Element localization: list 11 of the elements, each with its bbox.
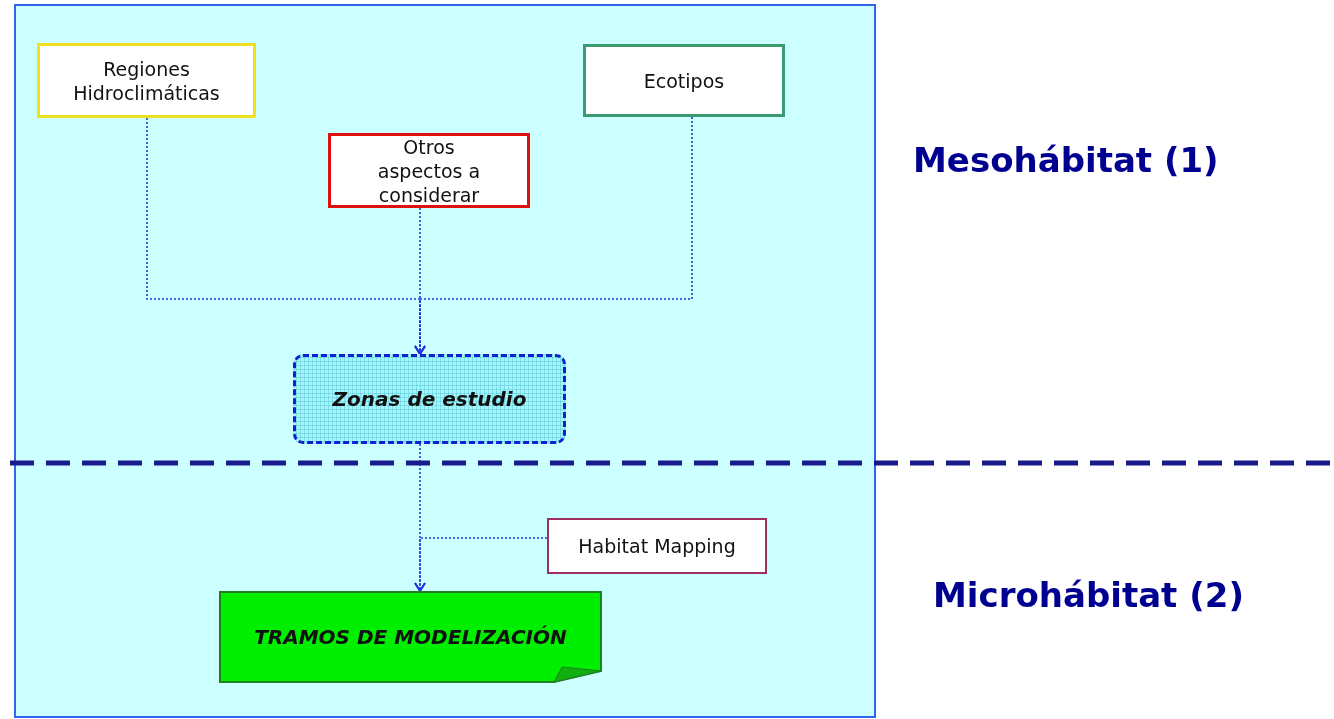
rounded-box: Zonas de estudio bbox=[293, 354, 566, 444]
section-label: Mesohábitat (1) bbox=[913, 140, 1219, 180]
panel-background bbox=[14, 4, 876, 718]
process-box: Habitat Mapping bbox=[547, 518, 767, 574]
arrow bbox=[414, 207, 426, 355]
process-box: Regiones Hidroclimáticas bbox=[37, 43, 256, 118]
process-box: Ecotipos bbox=[583, 44, 785, 117]
process-box: Otros aspectos a considerar bbox=[328, 133, 530, 208]
section-label: Microhábitat (2) bbox=[933, 575, 1244, 615]
document-shape: TRAMOS DE MODELIZACIÓN bbox=[219, 591, 602, 683]
arrow bbox=[414, 537, 548, 592]
